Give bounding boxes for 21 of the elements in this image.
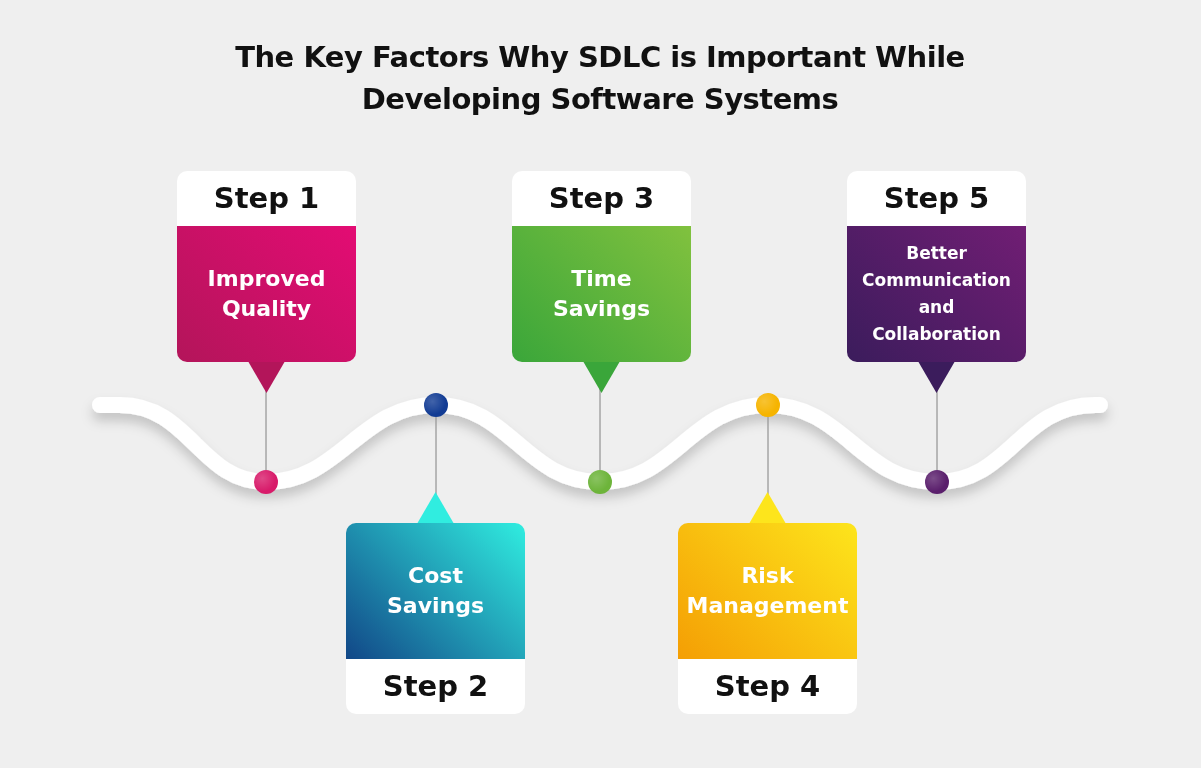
title: The Key Factors Why SDLC is Important While Developing Software Systems	[234, 39, 966, 118]
factor-text: Risk Management	[685, 562, 850, 620]
step-label: Step 4	[713, 668, 822, 705]
factor-text: Improved Quality	[206, 265, 327, 323]
step-card	[512, 171, 691, 362]
step-label: Step 3	[547, 180, 656, 217]
step-label: Step 5	[882, 180, 991, 217]
step-label: Step 2	[381, 668, 490, 705]
timeline-dot	[925, 470, 949, 494]
timeline-dot	[588, 470, 612, 494]
factor-text: Time Savings	[551, 265, 652, 323]
timeline-dot	[424, 393, 448, 417]
step-card	[346, 523, 525, 714]
factor-text: Better Communication and Collaboration	[861, 242, 1012, 346]
timeline-dot	[756, 393, 780, 417]
step-card	[678, 523, 857, 714]
step-label: Step 1	[212, 180, 321, 217]
factor-text: Cost Savings	[385, 562, 486, 620]
step-card	[847, 171, 1026, 362]
timeline-dot	[254, 470, 278, 494]
step-card	[177, 171, 356, 362]
